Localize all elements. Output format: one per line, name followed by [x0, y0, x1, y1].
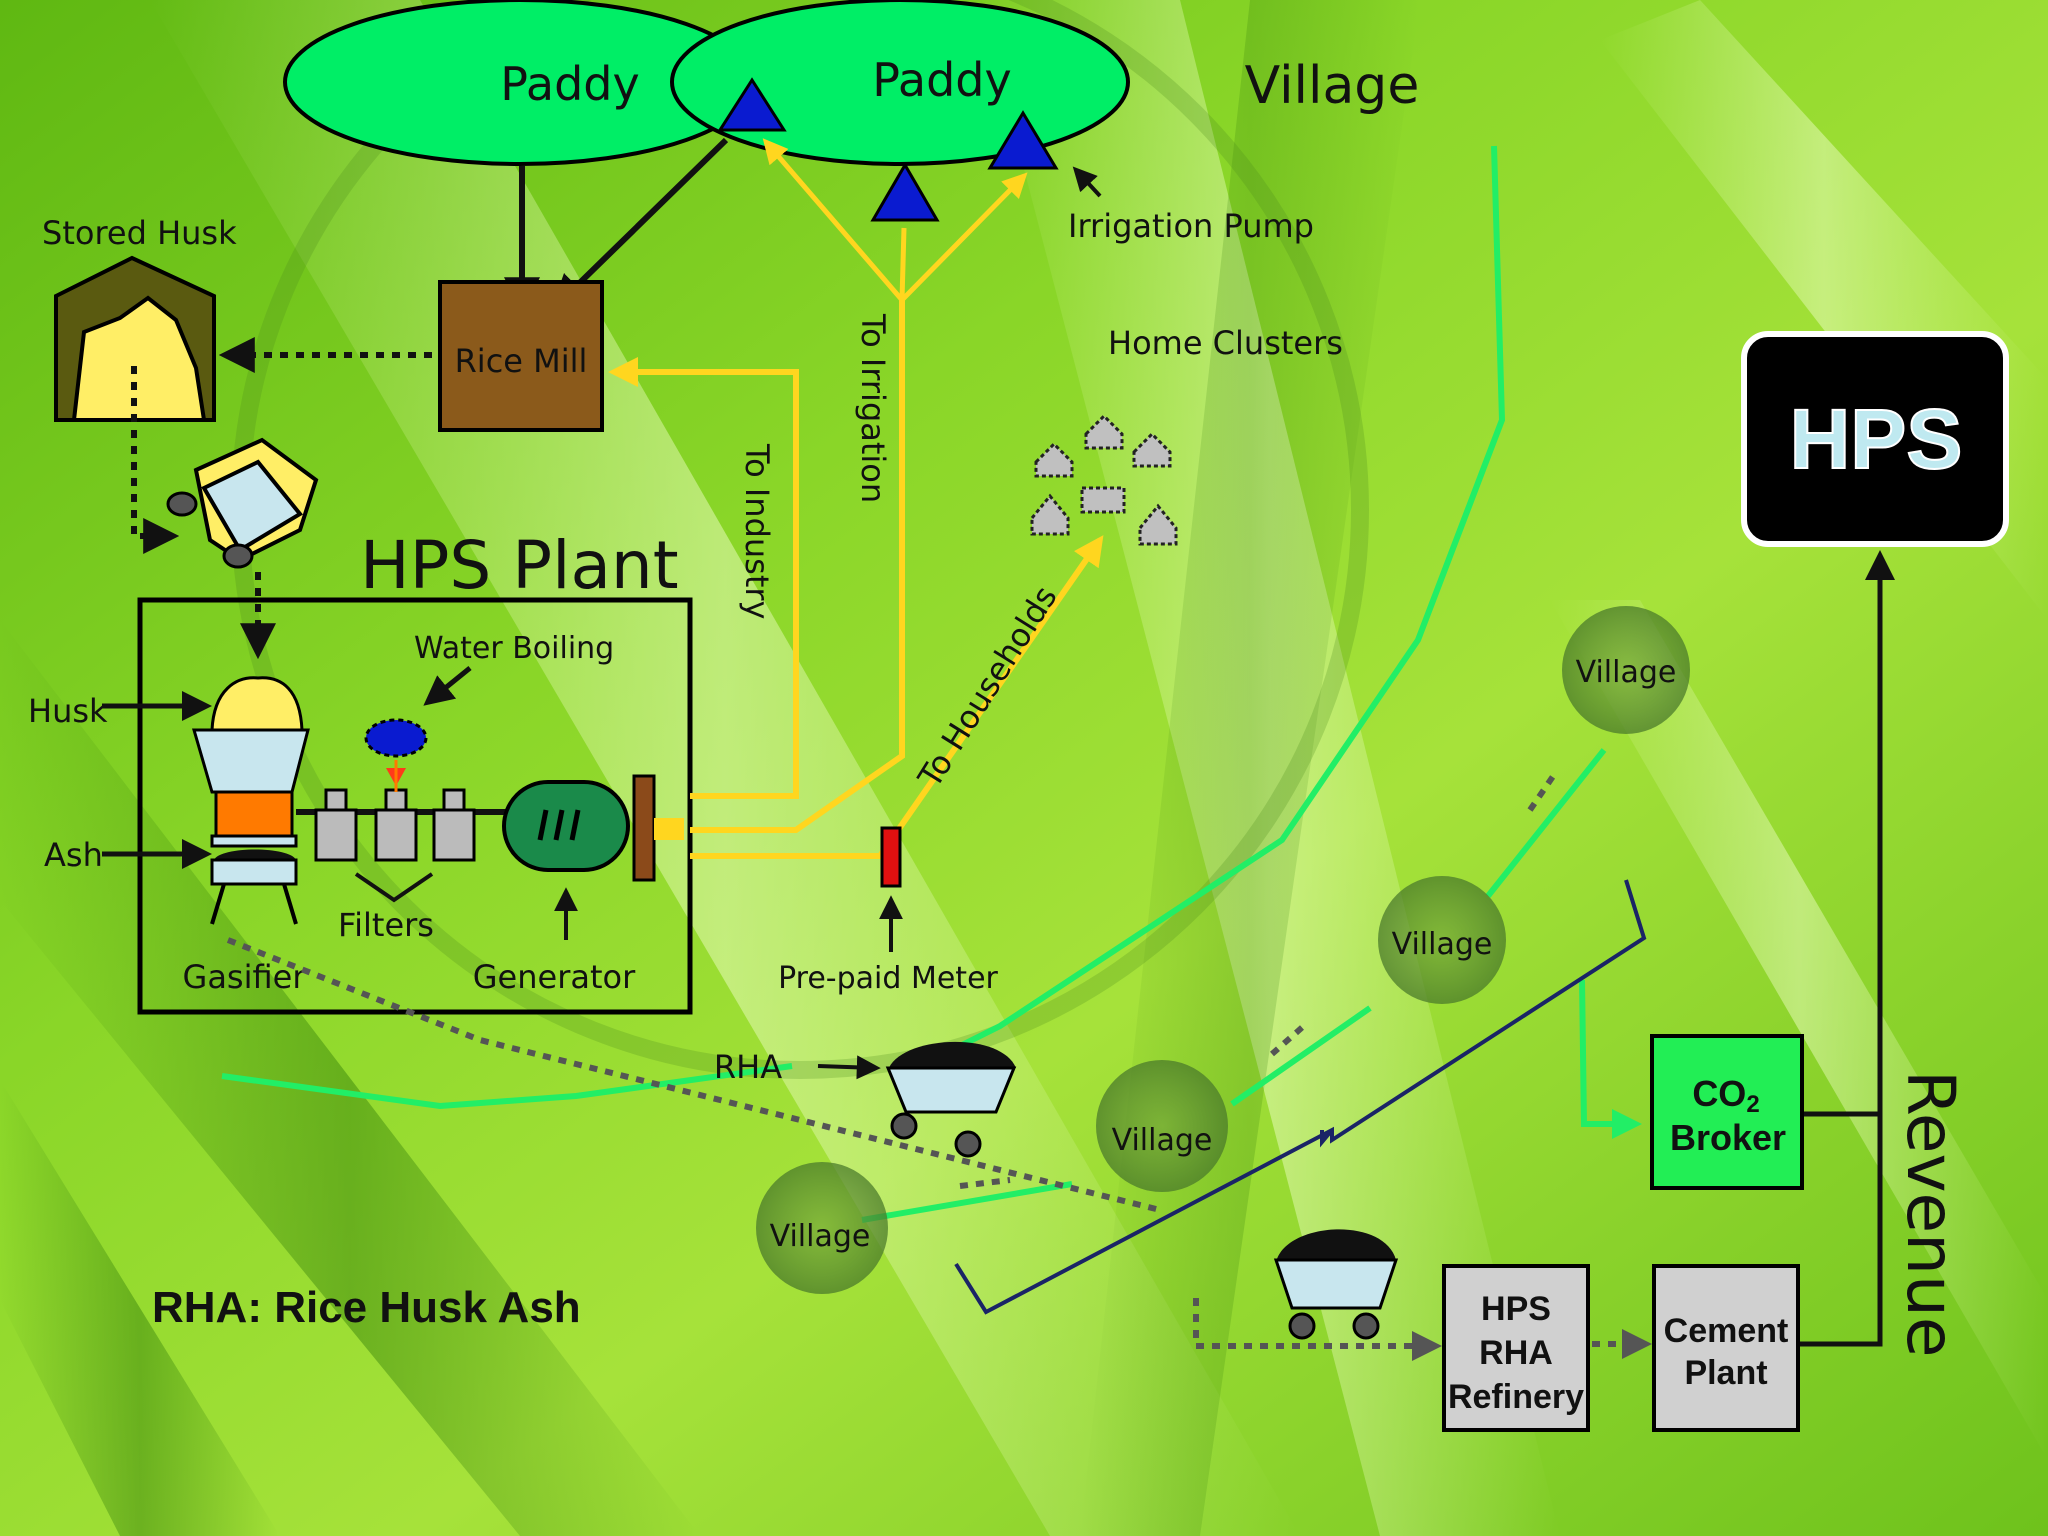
collection-brace: [954, 879, 1647, 1315]
village-to-co2-line: [1579, 979, 1642, 1139]
stored-husk-shed-icon: [54, 255, 216, 422]
hps-logo-text: HPS: [1790, 392, 1963, 486]
paddy-field-2: Paddy: [670, 0, 1130, 166]
to-industry-label: To Industry: [738, 443, 776, 619]
hps-logo: HPS: [1741, 331, 2009, 547]
co2-broker-label: Broker: [1670, 1117, 1786, 1158]
generator-icon: [502, 774, 684, 882]
cart-to-refinery-arrow: [1193, 1298, 1442, 1361]
village-label: Village: [1112, 1123, 1213, 1158]
rha-refinery: HPS RHA Refinery: [1442, 1264, 1590, 1432]
irrigation-pump-icon: [987, 110, 1059, 170]
dashed-connector: [1527, 770, 1559, 812]
hps-plant-box: [137, 597, 693, 1015]
refinery-label-line1: HPS: [1481, 1290, 1551, 1328]
paddy-label-2: Paddy: [872, 53, 1011, 107]
rha-cart-icon: [885, 1041, 1017, 1158]
rha-pointer-arrow: [817, 1055, 881, 1080]
paddy-label-1: Paddy: [500, 57, 639, 111]
refinery-label-line2: RHA: [1479, 1334, 1553, 1372]
water-boiling-pointer: [423, 666, 472, 706]
village-network-line: [934, 145, 1506, 1061]
power-line-pump-branch: [899, 227, 907, 301]
irrigation-pump-icon: [717, 77, 787, 132]
village-node: Village: [1096, 1060, 1228, 1192]
village-top-label: Village: [1245, 56, 1420, 116]
rice-mill-label: Rice Mill: [455, 342, 588, 380]
filters-pointer: [354, 872, 434, 903]
to-irrigation-label: To Irrigation: [854, 313, 892, 503]
rha-label: RHA: [714, 1048, 782, 1086]
water-boiling-icon: [364, 718, 428, 792]
svg-text:CO2: CO2: [1692, 1073, 1759, 1118]
cement-label-line1: Cement: [1664, 1312, 1789, 1350]
storage-to-cart-arrow: [131, 366, 180, 554]
home-clusters-label: Home Clusters: [1108, 324, 1343, 362]
village-node: Village: [1378, 876, 1506, 1004]
power-line-to-industry: [608, 357, 799, 799]
generator-label: Generator: [473, 958, 636, 996]
village-label: Village: [1392, 927, 1493, 962]
village-node: Village: [756, 1162, 888, 1294]
prepaid-meter-icon: [880, 826, 902, 888]
power-line-pump-branch: [900, 172, 1028, 302]
hps-plant-title: HPS Plant: [360, 527, 679, 604]
power-line-to-irrigation: [690, 300, 905, 833]
filters-label: Filters: [338, 906, 434, 944]
cement-label-line2: Plant: [1684, 1354, 1767, 1392]
village-label: Village: [770, 1219, 871, 1254]
husk-cart-icon: [166, 437, 319, 569]
gasifier-icon: [192, 676, 310, 925]
ash-to-refinery-dashed: [226, 937, 1161, 1213]
cement-plant: Cement Plant: [1652, 1264, 1800, 1432]
village-network-line: [221, 1063, 793, 1110]
village-network-line: [1485, 748, 1607, 898]
village-node: Village: [1562, 606, 1690, 734]
village-network-line: [1230, 1005, 1372, 1107]
revenue-line: [1800, 550, 1895, 1347]
irrigation-pump-icon: [870, 162, 940, 222]
revenue-label: Revenue: [1892, 1070, 1969, 1357]
co2-broker: CO2 Broker: [1650, 1034, 1804, 1190]
irrigation-pump-label: Irrigation Pump: [1068, 207, 1314, 245]
husk-label: Husk: [28, 692, 108, 730]
rice-mill: Rice Mill: [438, 280, 604, 432]
prepaid-meter-label: Pre-paid Meter: [778, 961, 998, 996]
water-boiling-label: Water Boiling: [414, 631, 614, 666]
home-clusters-icon: [1030, 413, 1178, 546]
paddy-to-mill-arrow: [550, 137, 729, 312]
filter-icon: [314, 788, 358, 862]
filter-icon: [432, 788, 476, 862]
village-network-line: [861, 1181, 1073, 1223]
ash-label: Ash: [44, 836, 103, 874]
rha-definition-note: RHA: Rice Husk Ash: [152, 1283, 581, 1332]
power-line-to-households: [690, 535, 1104, 859]
rha-cart-icon: [1273, 1229, 1399, 1340]
co2-label: CO: [1692, 1073, 1746, 1114]
village-label: Village: [1576, 655, 1677, 690]
refinery-label-line3: Refinery: [1448, 1378, 1584, 1416]
dashed-connector: [1270, 1021, 1308, 1057]
pump-pointer-arrow: [1072, 166, 1102, 198]
co2-subscript: 2: [1746, 1091, 1759, 1118]
gasifier-label: Gasifier: [183, 958, 307, 996]
stored-husk-label: Stored Husk: [42, 214, 237, 252]
power-line-pump-branch: [762, 138, 904, 302]
